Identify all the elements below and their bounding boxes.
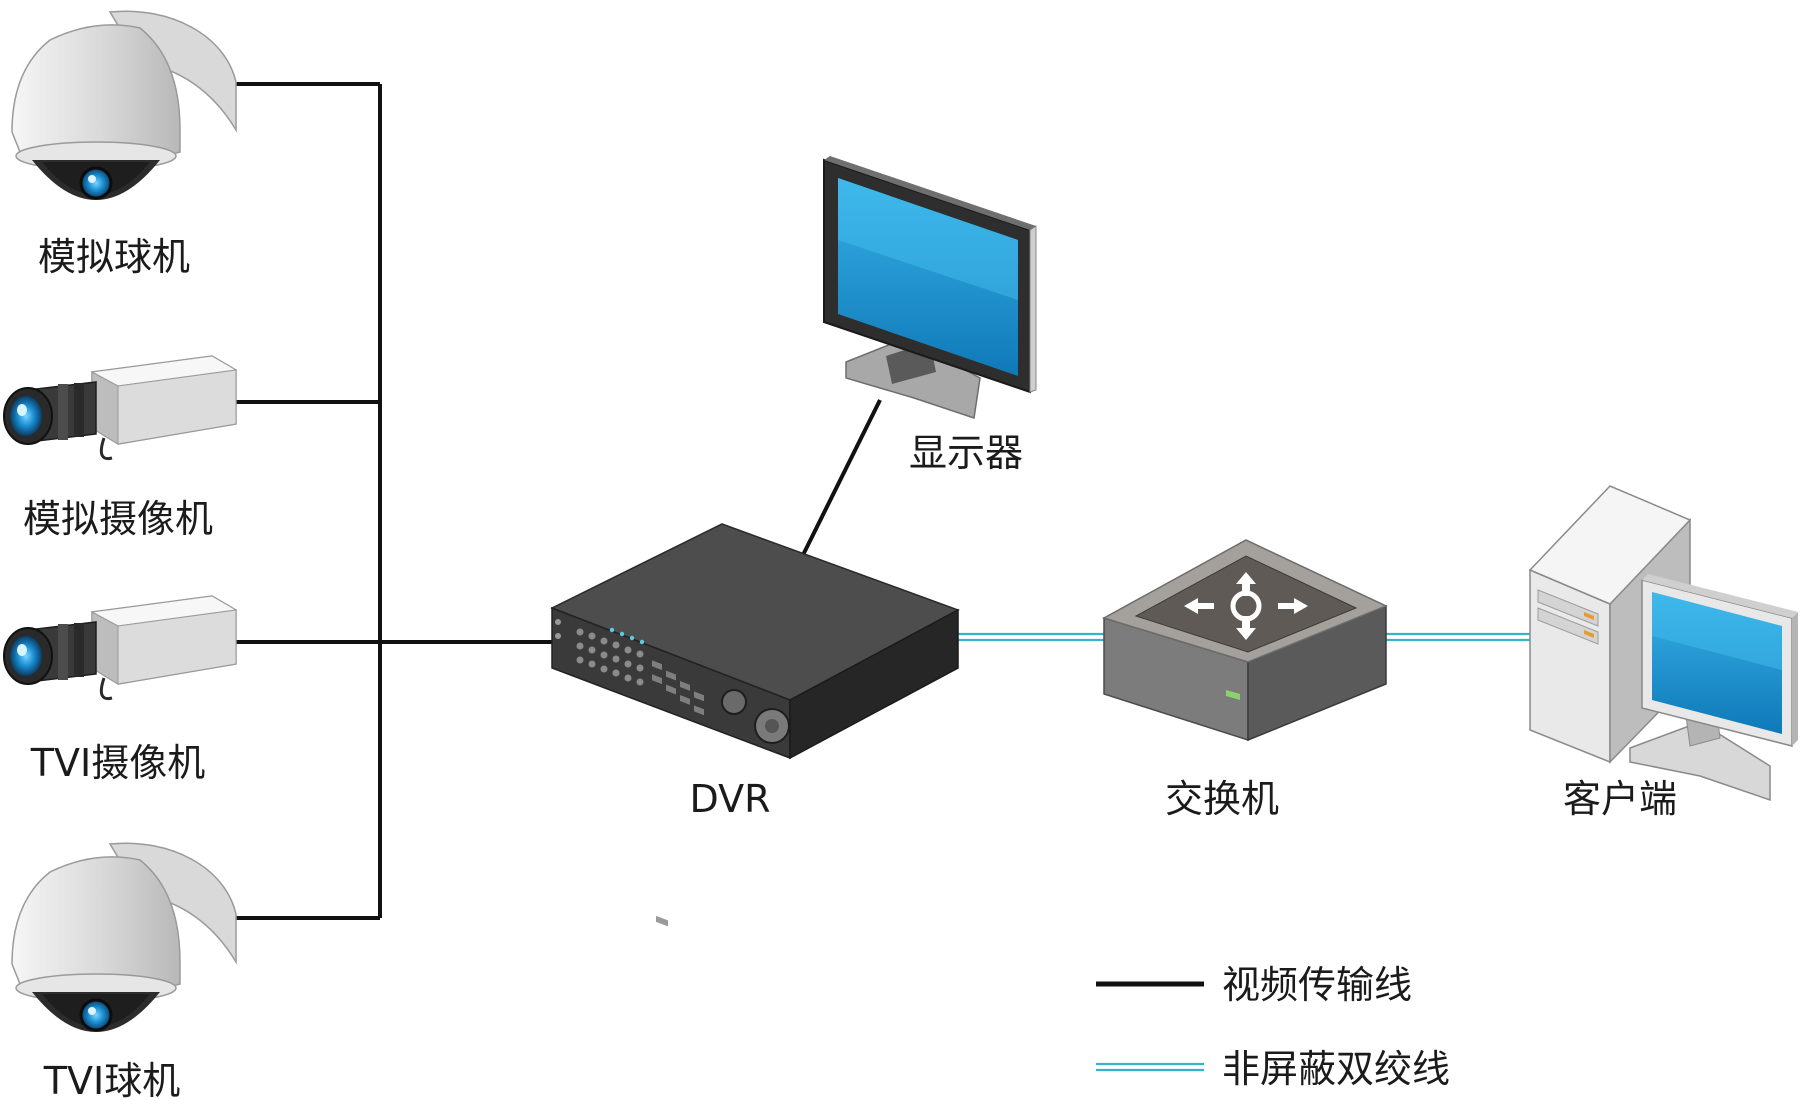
label-dvr: DVR: [690, 777, 771, 821]
dvr-side: [789, 608, 959, 760]
monitor-device: [823, 156, 1037, 419]
label-analog-camera: 模拟摄像机: [23, 497, 213, 541]
utp-wires: [958, 632, 1530, 642]
box-camera-1: [3, 355, 238, 461]
pc-tower-top: [1528, 485, 1692, 605]
legend: 视频传输线 非屏蔽双绞线: [1096, 963, 1450, 1091]
video-transmission-wires: [236, 82, 882, 920]
label-tvi-camera: TVI摄像机: [30, 741, 205, 785]
box-camera-2: [3, 595, 238, 701]
label-switch: 交换机: [1165, 777, 1279, 821]
label-tvi-dome-camera: TVI球机: [43, 1059, 180, 1100]
wire-dvr-monitor: [801, 399, 882, 556]
switch-arrows-icon: [1184, 572, 1308, 640]
dome-camera-1: [11, 10, 237, 200]
dome-lens: [79, 166, 113, 200]
camera-lens: [10, 396, 42, 436]
switch-status-light: [1226, 690, 1240, 700]
legend-utp-line-label: 非屏蔽双绞线: [1222, 1047, 1450, 1091]
dvr-nav-pad: [721, 689, 747, 715]
switch-device: [1102, 539, 1388, 742]
label-monitor: 显示器: [909, 431, 1023, 475]
client-pc-device: [1528, 485, 1798, 802]
dome-lens: [79, 998, 113, 1032]
dvr-device: [550, 523, 960, 927]
pc-monitor-screen: [1652, 592, 1782, 734]
camera-lens: [10, 636, 42, 676]
label-analog-dome-camera: 模拟球机: [38, 235, 190, 279]
monitor-screen: [838, 178, 1018, 376]
label-client: 客户端: [1563, 777, 1677, 821]
legend-video-line-label: 视频传输线: [1222, 963, 1412, 1007]
dome-camera-2: [11, 842, 237, 1032]
